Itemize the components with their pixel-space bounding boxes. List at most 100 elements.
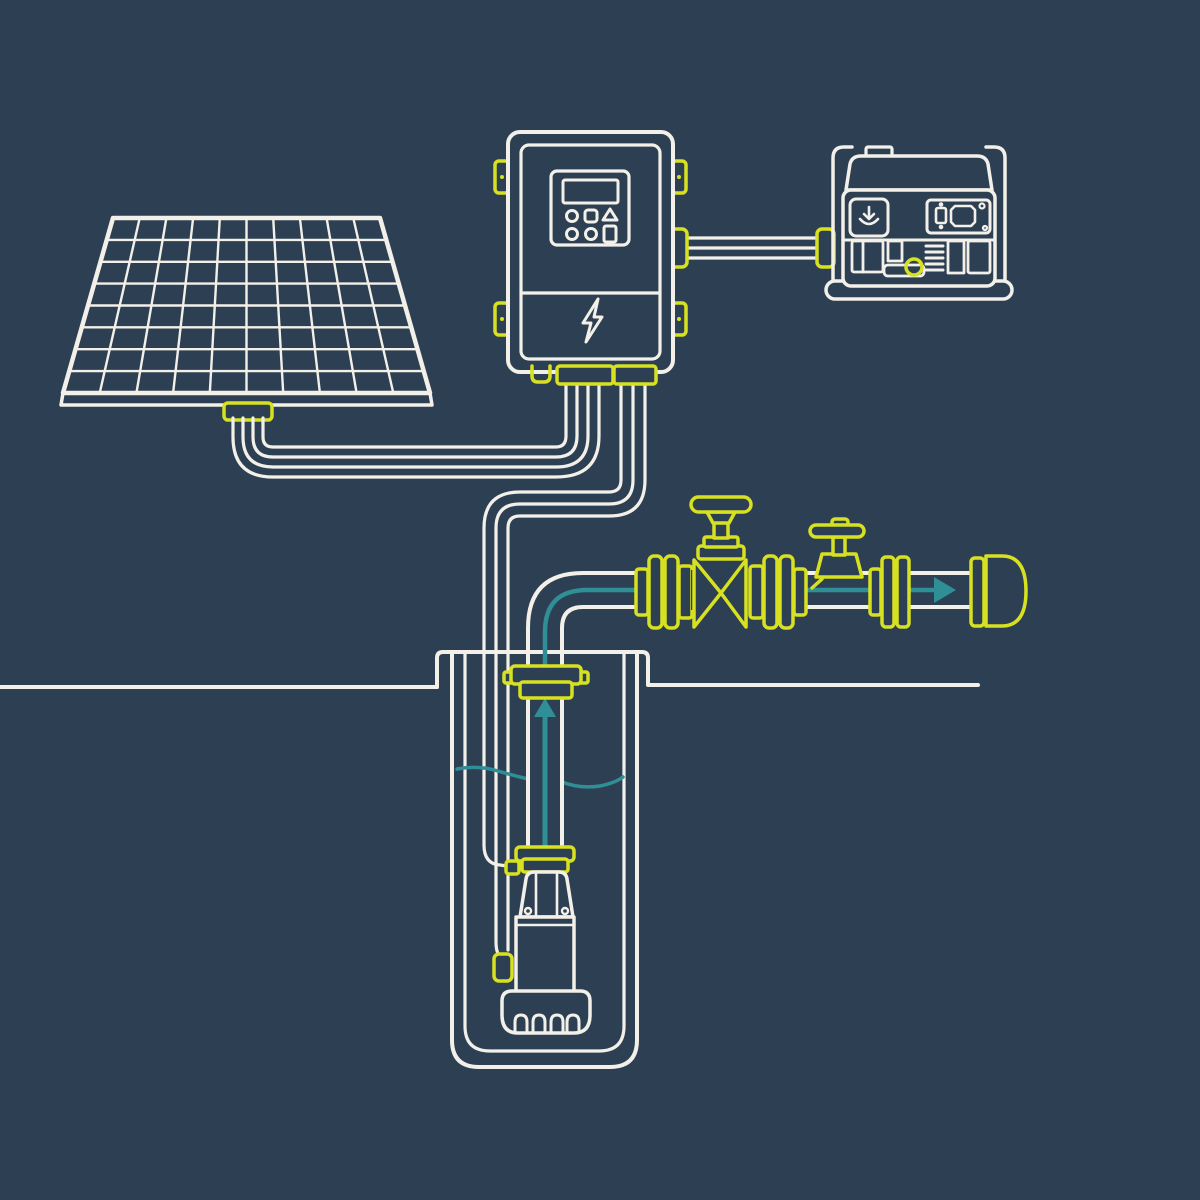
pipe-coupling	[748, 554, 808, 630]
panel-to-controller-cables	[231, 381, 601, 479]
valve-weld-tick	[810, 577, 824, 590]
outlet-panel	[925, 198, 992, 235]
controller-button	[602, 224, 618, 244]
cable-wire	[261, 381, 568, 449]
cable-gland	[612, 364, 658, 386]
pipe-end-cap	[969, 554, 1028, 628]
pipe-elbow-inner	[560, 605, 977, 672]
small-outlet-icon	[934, 206, 948, 225]
indicator-dot	[978, 202, 986, 210]
coupling-disc	[663, 554, 680, 630]
controller-button	[565, 209, 579, 223]
pipe-fittings	[502, 495, 1028, 700]
pump-top-taper	[518, 870, 575, 919]
flow-arrow-head	[534, 698, 556, 717]
water-level-right	[560, 775, 625, 789]
water-level-left	[455, 765, 530, 781]
engine-block	[850, 239, 885, 274]
coupling-disc	[895, 555, 911, 629]
outlet-dot	[938, 202, 944, 207]
drop-pipe	[526, 696, 564, 854]
pump-discharge-collar	[520, 857, 570, 874]
coupling-disc	[647, 554, 664, 630]
coupling-disc	[778, 554, 795, 630]
endcap-dome	[984, 554, 1028, 628]
pump-intake-slots	[513, 1013, 581, 1033]
pump-screw	[523, 906, 533, 916]
controller-to-pump-cables	[482, 383, 647, 960]
coupling-disc	[880, 555, 896, 629]
pump-side-port	[492, 952, 514, 983]
gate-valve	[689, 495, 753, 629]
pipe-coupling	[868, 555, 911, 629]
cable-wire	[494, 383, 635, 960]
wellhead-seal	[502, 664, 590, 700]
controller-button	[584, 227, 598, 241]
valve-handwheel	[689, 495, 753, 514]
submersible-pump	[492, 845, 592, 1035]
controller-button	[583, 208, 599, 224]
lightning-bolt-icon	[581, 297, 604, 344]
lcd-display	[561, 178, 620, 205]
cable-wire	[251, 381, 579, 459]
outlet-dot	[938, 224, 944, 230]
cable-wire	[482, 383, 623, 868]
fuel-tank	[844, 154, 994, 192]
pump-cable-gland	[504, 859, 521, 876]
muffler	[882, 263, 926, 278]
choke-knob	[904, 257, 924, 277]
backup-generator	[824, 145, 1014, 301]
solar-panel-grid	[68, 216, 425, 395]
valve-stem	[831, 535, 847, 557]
switch-panel	[848, 197, 890, 238]
valve-t-handle	[808, 523, 866, 539]
water-level-line	[455, 765, 625, 789]
flow-line	[542, 587, 937, 683]
pump-screw	[560, 906, 570, 916]
pump-taper-lines	[534, 870, 559, 917]
tab-screw	[677, 317, 681, 321]
wellhead-collar	[518, 680, 574, 700]
engine-bay	[850, 239, 992, 278]
indicator-dot	[981, 224, 989, 232]
valve-body	[814, 552, 864, 579]
flow-arrow-up-icon	[534, 698, 556, 851]
panel-junction-box	[222, 401, 274, 422]
cable-wire	[506, 383, 647, 952]
coupling-collar	[868, 567, 883, 617]
frame-tube-left	[831, 145, 854, 286]
spare-gland	[530, 364, 552, 384]
well-casing-inner	[463, 650, 626, 1053]
coupling-collar	[792, 567, 808, 617]
frame-tube-right	[984, 145, 1007, 286]
cable-gland	[555, 364, 615, 386]
coupling-collar	[677, 564, 694, 620]
valve-body	[692, 558, 748, 629]
engine-part	[966, 239, 992, 275]
tab-screw	[677, 175, 681, 179]
pump-controller	[493, 130, 836, 386]
engine-part	[886, 239, 904, 263]
well-rim	[435, 650, 980, 689]
controller-button	[565, 227, 579, 241]
coupling-collar	[634, 567, 650, 617]
engine-part	[946, 239, 966, 275]
well-casing-outer	[450, 650, 639, 1069]
controller-inner-panel	[519, 143, 662, 361]
round-outlet-icon	[949, 204, 977, 228]
tab-screw	[500, 175, 504, 179]
pipe-elbow-outer	[526, 571, 977, 672]
discharge-pipe	[526, 571, 977, 854]
well	[0, 650, 980, 1069]
up-triangle-button	[601, 207, 619, 222]
controller-to-generator-cable	[685, 236, 820, 260]
tab-screw	[500, 317, 504, 321]
cable-wire	[241, 381, 590, 469]
cable-wire	[231, 381, 601, 479]
generator-housing	[841, 188, 997, 288]
solar-panel	[59, 215, 434, 422]
coupling-collar	[748, 564, 765, 620]
coupling-disc	[762, 554, 779, 630]
